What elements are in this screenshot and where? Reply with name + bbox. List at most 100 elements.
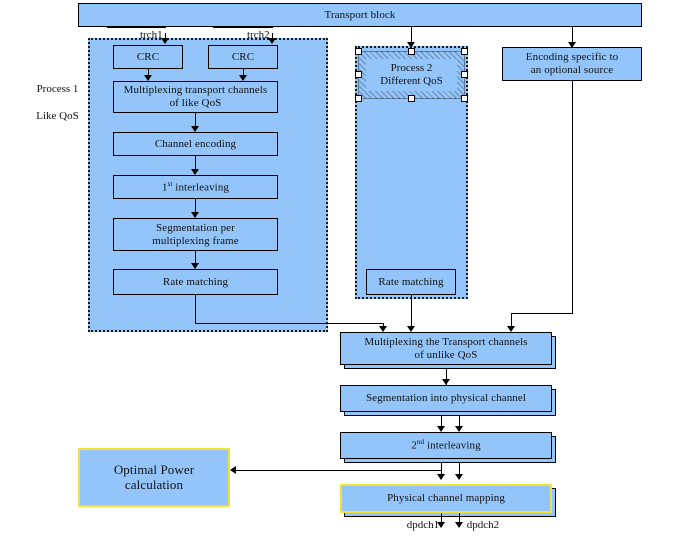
block-segmentation-physical[interactable]: Segmentation into physical channel xyxy=(340,385,552,412)
block-transport-block[interactable]: Transport block xyxy=(78,3,642,27)
region-process-1-label-line1: Process 1 xyxy=(36,83,79,96)
block-transport-block-label: Transport block xyxy=(324,8,396,21)
block-rate-matching-like-qos-label: Rate matching xyxy=(162,275,229,288)
arrow-rate-matching-right-to-mux-unlike xyxy=(407,326,415,332)
region-process-2-label-line2: Different QoS xyxy=(380,75,443,87)
connector-transport-to-process2 xyxy=(411,27,412,46)
block-rate-matching-different-qos-label: Rate matching xyxy=(378,275,444,288)
resize-handle-e[interactable] xyxy=(461,71,468,78)
connector-mapping-dpdch2 xyxy=(459,513,460,527)
arrow-segmentation-physical-to-second-interleaving-b xyxy=(455,426,463,432)
connector-rate-matching-right-down xyxy=(411,295,412,326)
block-channel-encoding-label: Channel encoding xyxy=(154,137,237,150)
region-process-2-label-text: Process 2 Different QoS xyxy=(380,62,442,88)
arrow-encoding-optional-to-mux-unlike xyxy=(507,326,515,332)
arrow-crc2-to-mux xyxy=(239,75,247,81)
arrow-crc1-to-mux xyxy=(144,75,152,81)
block-optimal-power-calculation[interactable]: Optimal Power calculation xyxy=(78,448,230,507)
block-multiplexing-like-qos[interactable]: Multiplexing transport channels of like … xyxy=(113,81,278,113)
block-optimal-power-calculation-line1: Optimal Power xyxy=(113,461,195,477)
block-multiplexing-like-qos-label: Multiplexing transport channels of like … xyxy=(124,84,268,109)
block-segmentation-physical-label: Segmentation into physical channel xyxy=(365,392,527,405)
arrow-first-interleaving-to-segmentation xyxy=(191,212,199,218)
block-mux-unlike-qos-label: Multiplexing the Transport channels of u… xyxy=(364,336,527,361)
arrow-segmentation-to-rate-matching xyxy=(191,263,199,269)
resize-handle-w[interactable] xyxy=(355,71,362,78)
connector-channel-encoding-to-first-interleaving xyxy=(195,156,196,174)
block-rate-matching-like-qos[interactable]: Rate matching xyxy=(113,269,278,295)
block-segmentation-per-mux-frame-line2: multiplexing frame xyxy=(152,234,239,247)
region-process-1-label: Process 1 Like QoS xyxy=(12,70,92,136)
arrow-trch2-to-crc2 xyxy=(268,38,276,44)
connector-transport-tap-1 xyxy=(107,27,166,28)
arrow-channel-encoding-to-first-interleaving xyxy=(191,169,199,175)
block-encoding-optional-source-line2: an optional source xyxy=(530,64,614,76)
connector-mapping-dpdch1 xyxy=(441,513,442,527)
connector-encoding-optional-left xyxy=(511,313,573,314)
resize-handle-ne[interactable] xyxy=(461,48,468,55)
block-optimal-power-calculation-line2: calculation xyxy=(124,476,184,492)
resize-handle-nw[interactable] xyxy=(355,48,362,55)
block-first-interleaving[interactable]: 1st interleaving xyxy=(113,175,278,199)
arrow-transport-to-process2 xyxy=(407,42,415,48)
region-process-1-label-line2: Like QoS xyxy=(36,109,79,122)
resize-handle-se[interactable] xyxy=(461,95,468,102)
block-segmentation-per-mux-frame[interactable]: Segmentation per multiplexing frame xyxy=(113,218,278,251)
resize-handle-sw[interactable] xyxy=(355,95,362,102)
block-crc-1[interactable]: CRC xyxy=(113,45,183,69)
block-second-interleaving-label: 2nd interleaving xyxy=(411,438,480,452)
block-encoding-optional-source-label: Encoding specific to an optional source xyxy=(526,51,618,76)
resize-handle-n[interactable] xyxy=(408,48,415,55)
connector-crc2-to-mux xyxy=(243,69,244,80)
block-physical-channel-mapping[interactable]: Physical channel mapping xyxy=(340,484,552,513)
resize-handle-s[interactable] xyxy=(408,95,415,102)
block-segmentation-per-mux-frame-line1: Segmentation per xyxy=(156,221,235,234)
block-optimal-power-calculation-label: Optimal Power calculation xyxy=(113,461,195,493)
arrow-rate-matching-left-to-mux-unlike xyxy=(379,326,387,332)
connector-transport-tap-2 xyxy=(213,27,273,28)
region-process-2-label: Process 2 Different QoS xyxy=(366,59,457,91)
block-second-interleaving-prefix: 2 xyxy=(411,440,417,452)
block-channel-encoding[interactable]: Channel encoding xyxy=(113,132,278,156)
block-multiplexing-like-qos-line1: Multiplexing transport channels xyxy=(123,84,268,97)
block-second-interleaving-suffix: interleaving xyxy=(424,440,481,452)
connector-rate-matching-left-down xyxy=(195,295,196,323)
arrow-transport-to-encoding xyxy=(568,42,576,48)
arrow-second-interleaving-to-mapping-b xyxy=(455,474,463,480)
block-mux-unlike-qos[interactable]: Multiplexing the Transport channels of u… xyxy=(340,332,552,365)
block-first-interleaving-prefix: 1 xyxy=(161,181,168,194)
connector-encoding-optional-drop xyxy=(511,313,512,326)
block-first-interleaving-superscript: st xyxy=(167,179,173,188)
block-segmentation-per-mux-frame-label: Segmentation per multiplexing frame xyxy=(152,222,238,247)
block-mux-unlike-qos-line1: Multiplexing the Transport channels xyxy=(364,335,528,348)
block-crc-2[interactable]: CRC xyxy=(208,45,278,69)
arrow-to-optimal-power xyxy=(230,466,236,474)
connector-segmentation-physical-to-second-interleaving-b xyxy=(459,416,460,430)
connector-transport-to-encoding xyxy=(572,27,573,46)
block-first-interleaving-label: 1st interleaving xyxy=(162,180,229,194)
block-encoding-optional-source[interactable]: Encoding specific to an optional source xyxy=(502,47,642,81)
arrow-mux-to-channel-encoding xyxy=(191,126,199,132)
connector-segmentation-to-rate-matching xyxy=(195,251,196,268)
arrow-mapping-dpdch1 xyxy=(437,522,445,528)
block-first-interleaving-suffix: interleaving xyxy=(172,181,230,194)
connector-crc1-to-mux xyxy=(148,69,149,80)
connector-encoding-optional-down xyxy=(572,81,573,313)
arrow-segmentation-physical-to-second-interleaving-a xyxy=(437,426,445,432)
connector-mux-unlike-to-segmentation-physical xyxy=(446,369,447,385)
block-multiplexing-like-qos-line2: of like QoS xyxy=(169,97,222,109)
connector-second-interleaving-to-mapping-b xyxy=(459,463,460,479)
arrow-second-interleaving-to-mapping-a xyxy=(437,474,445,480)
connector-segmentation-physical-to-second-interleaving-a xyxy=(441,416,442,430)
region-process-2-label-line1: Process 2 xyxy=(390,61,433,74)
block-second-interleaving-superscript: nd xyxy=(416,438,425,447)
block-rate-matching-different-qos[interactable]: Rate matching xyxy=(366,269,456,295)
block-crc-1-label: CRC xyxy=(136,50,160,63)
dpdch1-label: dpdch1 xyxy=(406,519,440,531)
arrow-mapping-dpdch2 xyxy=(455,522,463,528)
connector-rate-matching-left-right xyxy=(195,323,383,324)
dpdch2-label: dpdch2 xyxy=(466,519,500,531)
block-second-interleaving[interactable]: 2nd interleaving xyxy=(340,432,552,459)
block-physical-channel-mapping-label: Physical channel mapping xyxy=(387,492,505,505)
